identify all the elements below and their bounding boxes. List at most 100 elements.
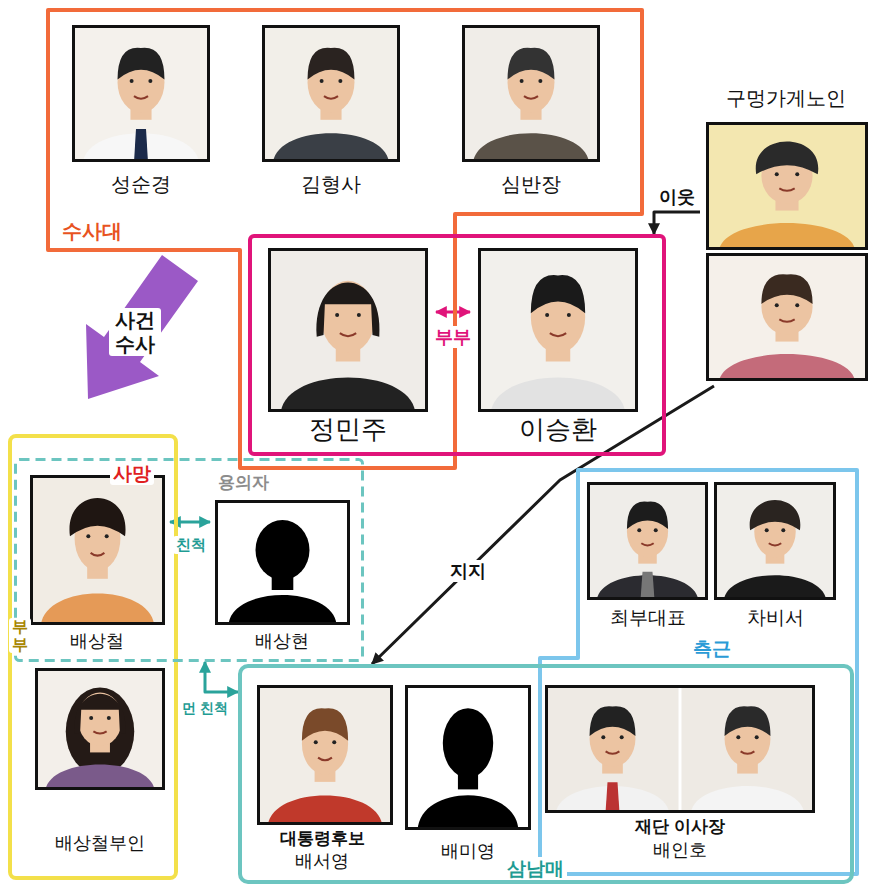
photo-part (407, 687, 530, 829)
person-name-holder: 사망 (110, 462, 154, 485)
photo-part (691, 786, 804, 813)
photo-part (45, 764, 154, 790)
photo-frame (35, 668, 165, 790)
person-name: 차비서 (747, 606, 804, 629)
group-border (10, 436, 176, 878)
photo-part (74, 694, 125, 734)
photo-part (755, 735, 759, 739)
person-name: 배상철부인 (55, 832, 145, 854)
photo-part (545, 685, 680, 813)
group-label-holder: 친척 (173, 536, 209, 554)
photo-part (324, 96, 338, 99)
photo-part (91, 553, 105, 556)
photo-part (473, 133, 589, 162)
photo-frame (478, 248, 638, 412)
person-name: 배상철 (70, 630, 124, 652)
group-label: 부부 (9, 618, 31, 653)
person-card: 김형사 (262, 25, 400, 196)
photo-frame (714, 482, 836, 600)
group-border (16, 460, 363, 661)
group-label-holder: 부부 (432, 326, 474, 348)
photo-part (627, 501, 668, 528)
photo-part (130, 79, 134, 83)
photo-part (538, 79, 542, 83)
photo-part (270, 250, 427, 411)
person-card: 성순경 (72, 25, 210, 196)
photo-part (491, 378, 625, 412)
person-card: 배미영 (405, 685, 531, 862)
photo-part (795, 172, 799, 176)
photo-part (262, 25, 400, 162)
photo-part (716, 484, 835, 599)
photo-part (229, 595, 337, 625)
group-label: 구멍가게노인 (726, 86, 846, 110)
photo-part (606, 751, 620, 753)
relation-connector (654, 212, 700, 234)
photo-part (357, 313, 361, 317)
photo-part (545, 313, 549, 317)
photo-part (524, 96, 538, 99)
aides-outline: 측근최부대표 차비서 (538, 468, 860, 876)
couple-outline: 부부정민주이승환 (248, 234, 666, 456)
photo-part (567, 313, 571, 317)
person-name: 사망 (110, 462, 154, 485)
photo-part (781, 528, 785, 532)
person-name-holder: 배서영 (295, 850, 349, 872)
photo-part (620, 735, 624, 739)
photo-part (587, 482, 708, 600)
photo-part (107, 716, 111, 720)
photo-frame (257, 685, 393, 825)
investigation-arrow (86, 255, 198, 399)
relatives-outline: 친척용의자배상현 (14, 458, 364, 662)
photo-part (654, 528, 658, 532)
photo-part (637, 528, 641, 532)
person-name: 심반장 (501, 172, 561, 196)
photo-part (134, 96, 148, 99)
group-border (240, 666, 852, 882)
photo-frame (268, 248, 428, 412)
edge-label-holder: 이웃 (659, 186, 695, 208)
group-label-holder: 구멍가게노인 (726, 86, 846, 110)
siblings-outline: 삼남매대통령후보배서영배미영재단 이사장배인호 (238, 664, 854, 884)
person-name-holder: 심반장 (501, 172, 561, 196)
photo-part (340, 333, 356, 336)
photo-part (335, 313, 339, 317)
edge-label: 먼 친척 (179, 700, 232, 717)
person-name-holder: 용의자 (218, 472, 269, 492)
edge-label-holder: 지지 (447, 560, 489, 582)
photo-part (719, 354, 855, 381)
person-name: 용의자 (218, 472, 269, 492)
photo-part (69, 498, 125, 536)
photo-part (89, 716, 93, 720)
photo-part (257, 685, 393, 825)
group-label: 부부 (432, 326, 474, 348)
photo-part (148, 79, 152, 83)
person-name: 최부대표 (610, 606, 686, 629)
photo-frame (215, 500, 350, 625)
photo-part (86, 534, 90, 538)
edge-label: 이웃 (659, 186, 695, 208)
group-label: 측근 (690, 637, 734, 660)
photo-part (775, 303, 779, 307)
photo-part (531, 275, 585, 313)
photo-part (316, 283, 379, 337)
group-border (540, 470, 857, 874)
person-card: 정민주 (268, 248, 428, 445)
photo-part (418, 795, 519, 830)
photo-part (508, 48, 555, 80)
photo-part (332, 740, 336, 744)
photo-part (281, 378, 415, 412)
couple-outline: 부부 사망배상철배상철부인 (8, 434, 178, 880)
photo-part (641, 572, 655, 600)
person-name: 배미영 (441, 840, 495, 862)
group-border (48, 10, 642, 468)
photo-part (215, 500, 350, 625)
group-border (250, 236, 664, 454)
photo-part (779, 319, 794, 321)
photo-part (443, 708, 493, 778)
photo-part (464, 27, 599, 161)
photo-part (750, 500, 801, 530)
photo-part (405, 685, 531, 830)
photo-part (256, 520, 310, 580)
